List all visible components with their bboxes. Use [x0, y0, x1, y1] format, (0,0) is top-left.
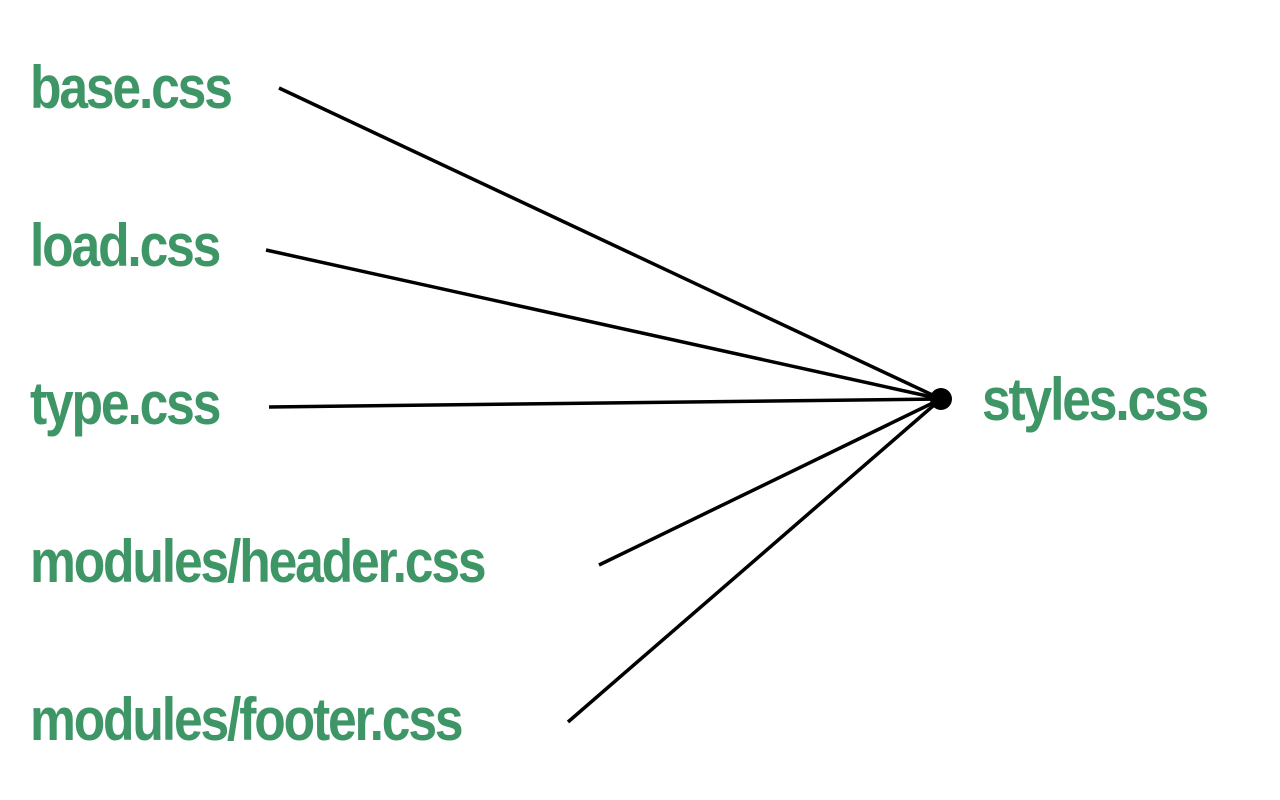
source-label-base-css: base.css — [30, 53, 231, 121]
edge-header-to-styles — [598, 397, 942, 567]
source-labels: base.css load.css type.css modules/heade… — [30, 53, 487, 753]
source-label-load-css: load.css — [30, 211, 219, 279]
edge-footer-to-styles — [566, 397, 943, 724]
target-label-styles-css: styles.css — [982, 365, 1207, 433]
source-label-modules-footer-css: modules/footer.css — [30, 685, 462, 753]
edges — [265, 86, 943, 724]
target-node — [930, 388, 952, 410]
edge-load-to-styles — [265, 248, 942, 401]
edge-base-to-styles — [278, 86, 942, 401]
source-label-modules-header-css: modules/header.css — [30, 527, 485, 595]
source-label-type-css: type.css — [30, 369, 219, 437]
edge-type-to-styles — [268, 397, 942, 409]
